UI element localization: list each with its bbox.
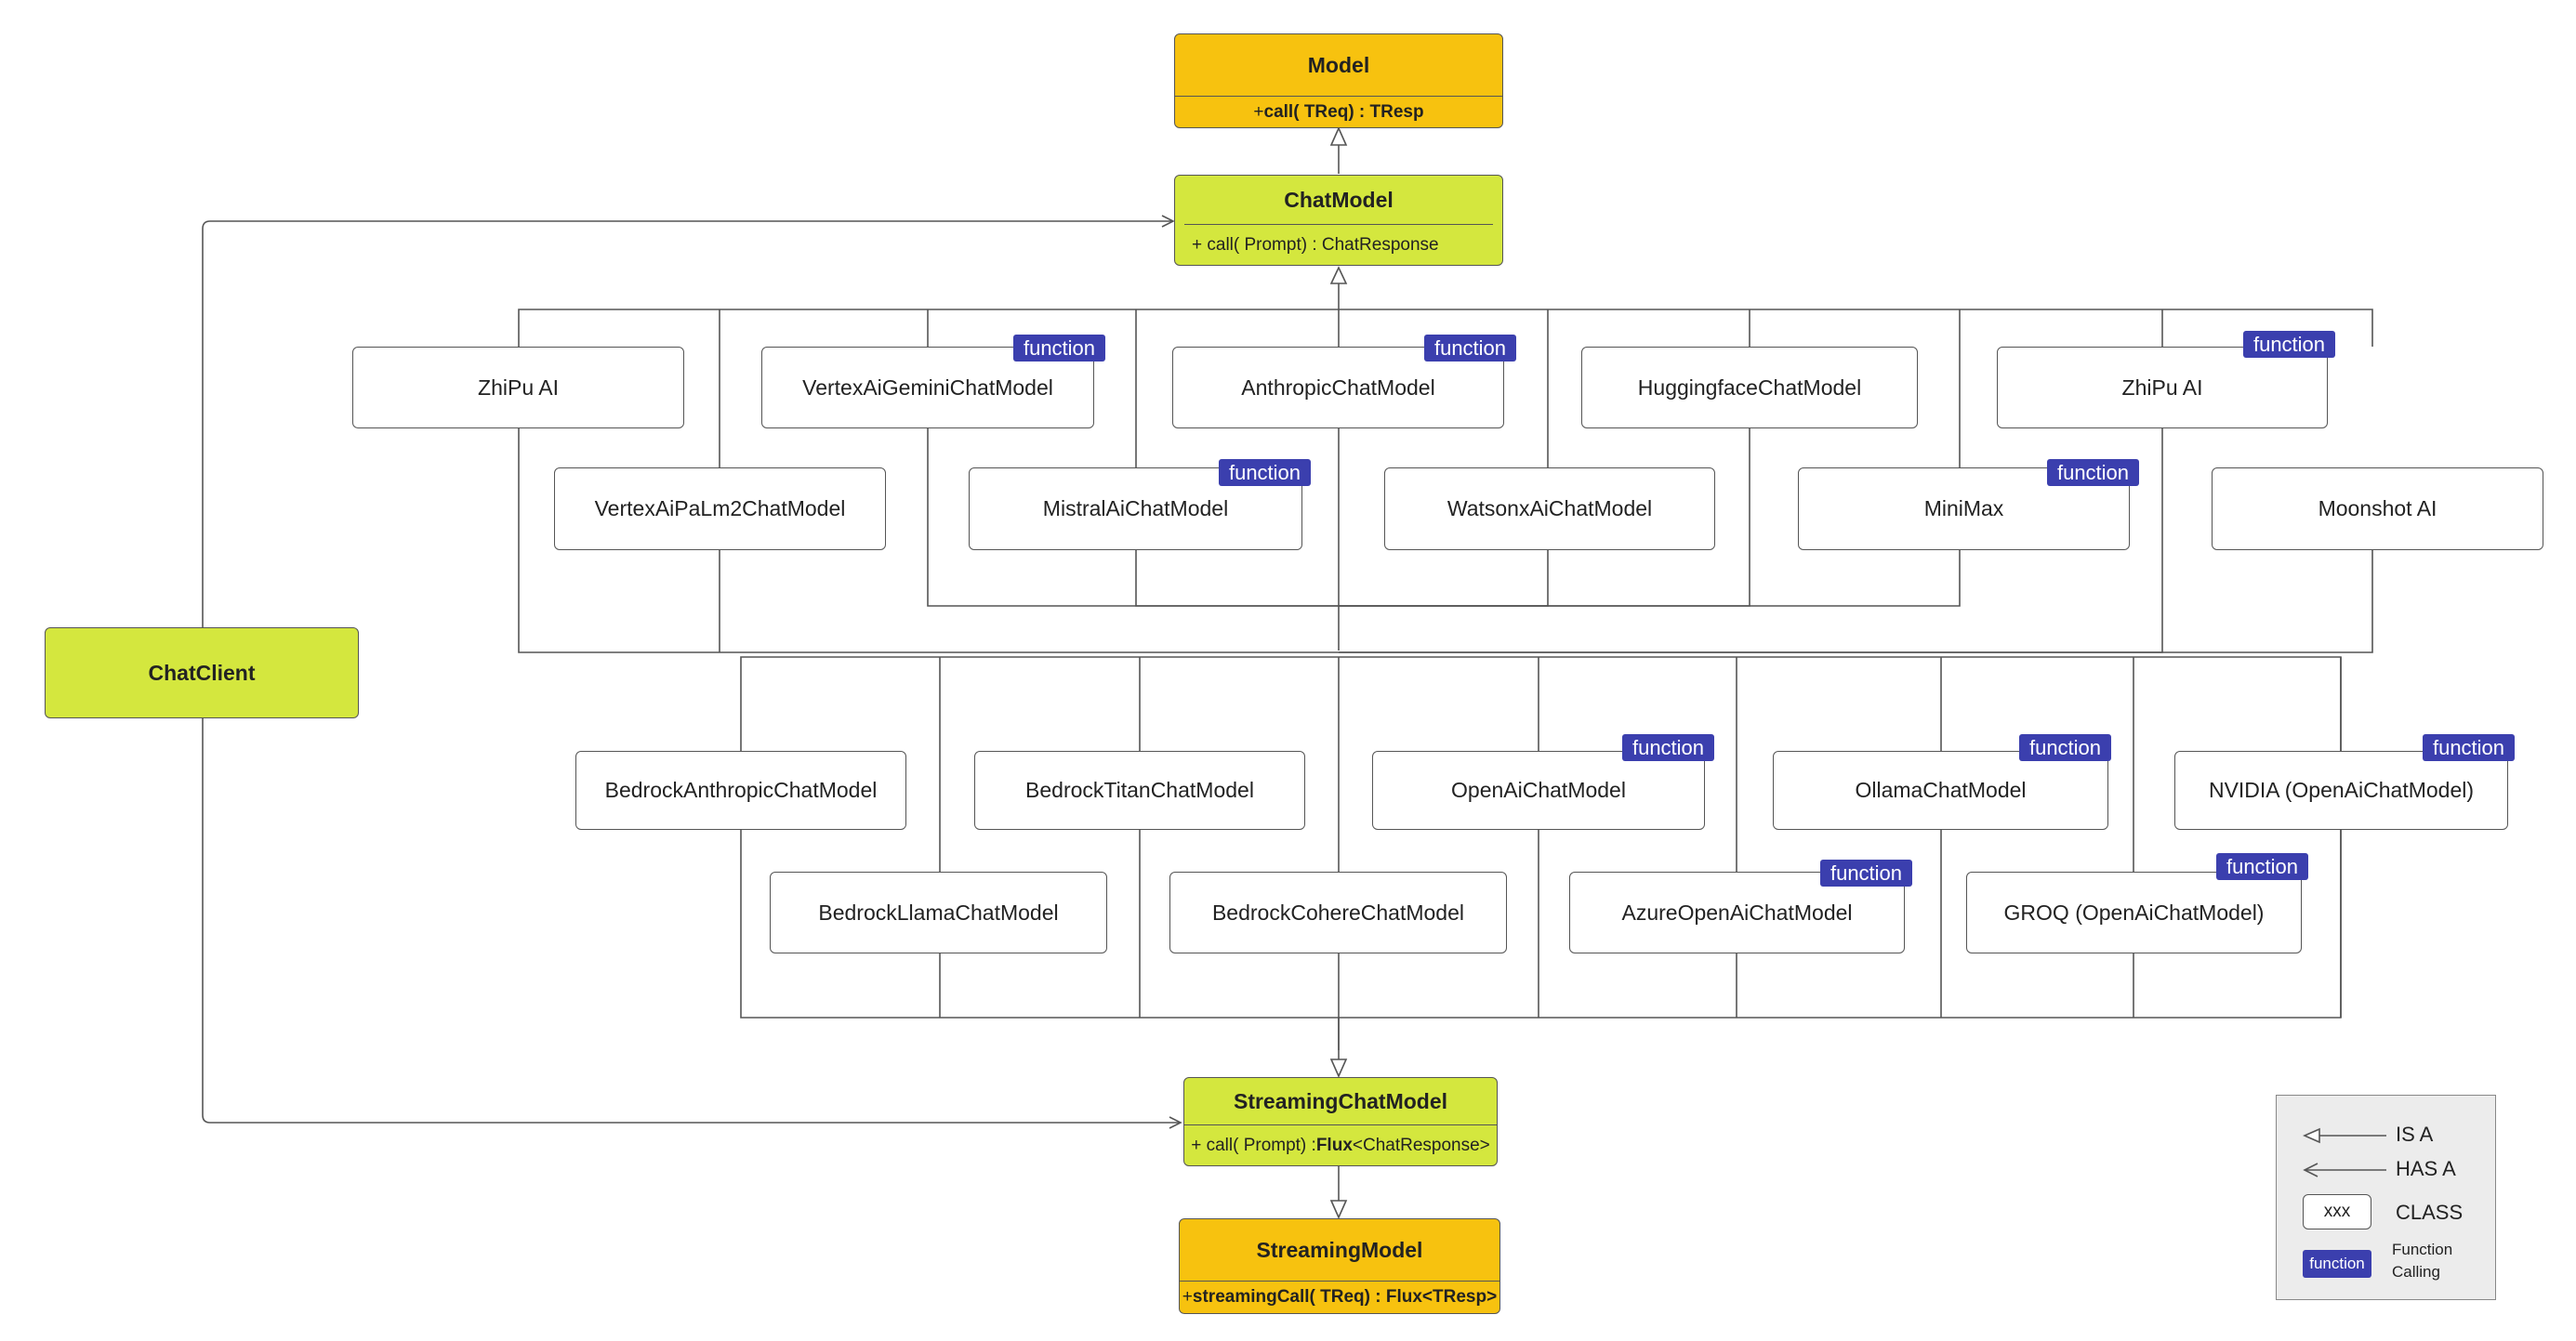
function-tag: function bbox=[1013, 335, 1105, 362]
streaming-chat-model-method: + call( Prompt) : Flux<ChatResponse> bbox=[1184, 1125, 1497, 1165]
function-tag: function bbox=[1622, 734, 1714, 761]
method-prefix: + bbox=[1182, 1287, 1193, 1307]
upper-model-zhipu-ai: ZhiPu AI bbox=[352, 347, 684, 428]
lower-model-ollama: OllamaChatModel bbox=[1773, 751, 2108, 830]
method-part: <ChatResponse> bbox=[1352, 1135, 1490, 1155]
legend-is-a: IS A bbox=[2396, 1123, 2434, 1146]
model-name: HuggingfaceChatModel bbox=[1637, 375, 1862, 400]
model-name: AnthropicChatModel bbox=[1241, 375, 1435, 400]
chat-model-class: ChatModel + call( Prompt) : ChatResponse bbox=[1174, 175, 1503, 266]
function-tag: function bbox=[2423, 734, 2515, 761]
function-tag: function bbox=[2019, 734, 2111, 761]
model-name: OpenAiChatModel bbox=[1451, 778, 1626, 802]
model-name: VertexAiPaLm2ChatModel bbox=[594, 496, 846, 520]
chat-model-method: + call( Prompt) : ChatResponse bbox=[1192, 234, 1439, 255]
legend-class: CLASS bbox=[2396, 1201, 2464, 1224]
model-name: VertexAiGeminiChatModel bbox=[802, 375, 1053, 400]
chat-client-title: ChatClient bbox=[148, 660, 256, 685]
lower-model-bedrock-anthropic: BedrockAnthropicChatModel bbox=[575, 751, 906, 830]
streaming-model-class: StreamingModel + streamingCall( TReq) : … bbox=[1179, 1218, 1500, 1314]
method-part: + call( Prompt) : bbox=[1191, 1135, 1316, 1155]
chat-client-class: ChatClient bbox=[45, 627, 359, 718]
legend-class-sample-text: xxx bbox=[2323, 1202, 2351, 1221]
upper-model-watsonxai: WatsonxAiChatModel bbox=[1384, 467, 1715, 550]
lower-model-nvidia: NVIDIA (OpenAiChatModel) bbox=[2174, 751, 2508, 830]
upper-model-vertexai-palm2: VertexAiPaLm2ChatModel bbox=[554, 467, 886, 550]
legend: IS A HAS A xxx CLASS function Function C… bbox=[2276, 1095, 2496, 1300]
lower-model-openai: OpenAiChatModel bbox=[1372, 751, 1705, 830]
model-name: ZhiPu AI bbox=[2121, 375, 2203, 400]
model-method: + call( TReq) : TResp bbox=[1175, 97, 1502, 127]
lower-model-bedrock-cohere: BedrockCohereChatModel bbox=[1169, 872, 1507, 953]
model-name: BedrockLlamaChatModel bbox=[818, 900, 1059, 925]
model-name: MiniMax bbox=[1923, 496, 2004, 520]
model-name: Moonshot AI bbox=[2318, 496, 2437, 520]
upper-model-huggingface: HuggingfaceChatModel bbox=[1581, 347, 1918, 428]
model-name: NVIDIA (OpenAiChatModel) bbox=[2208, 778, 2475, 802]
method-signature: streamingCall( TReq) : Flux<TResp> bbox=[1192, 1287, 1498, 1307]
function-tag: function bbox=[1219, 459, 1311, 486]
model-method-signature: call( TReq) : TResp bbox=[1263, 101, 1424, 122]
legend-function-calling: Function Calling bbox=[2392, 1239, 2452, 1283]
legend-has-a: HAS A bbox=[2396, 1157, 2456, 1180]
upper-model-moonshot-ai: Moonshot AI bbox=[2212, 467, 2543, 550]
function-tag: function bbox=[2216, 853, 2308, 880]
model-name: BedrockCohereChatModel bbox=[1211, 900, 1465, 925]
streaming-model-method: + streamingCall( TReq) : Flux<TResp> bbox=[1180, 1282, 1499, 1313]
lower-model-bedrock-titan: BedrockTitanChatModel bbox=[974, 751, 1305, 830]
model-class: Model + call( TReq) : TResp bbox=[1174, 33, 1503, 128]
streaming-model-title: StreamingModel bbox=[1180, 1219, 1499, 1282]
chat-model-title: ChatModel bbox=[1184, 176, 1493, 225]
streaming-chat-model-class: StreamingChatModel + call( Prompt) : Flu… bbox=[1183, 1077, 1498, 1166]
model-name: GROQ (OpenAiChatModel) bbox=[2003, 900, 2265, 925]
legend-arrows bbox=[2303, 1127, 2386, 1177]
function-tag: function bbox=[1820, 860, 1912, 887]
model-name: BedrockTitanChatModel bbox=[1025, 778, 1254, 802]
model-name: WatsonxAiChatModel bbox=[1447, 496, 1653, 520]
streaming-chat-model-title: StreamingChatModel bbox=[1184, 1078, 1497, 1125]
function-tag: function bbox=[2243, 331, 2335, 358]
legend-class-sample: xxx bbox=[2303, 1194, 2371, 1229]
model-name: BedrockAnthropicChatModel bbox=[604, 778, 878, 802]
model-name: MistralAiChatModel bbox=[1042, 496, 1229, 520]
upper-model-zhipu-ai-function: ZhiPu AI bbox=[1997, 347, 2328, 428]
legend-function-sample: function bbox=[2303, 1250, 2371, 1278]
legend-function-calling-line2: Calling bbox=[2392, 1263, 2440, 1281]
lower-model-groq: GROQ (OpenAiChatModel) bbox=[1966, 872, 2302, 953]
model-name: AzureOpenAiChatModel bbox=[1621, 900, 1853, 925]
upper-model-vertexai-gemini: VertexAiGeminiChatModel bbox=[761, 347, 1094, 428]
model-name: OllamaChatModel bbox=[1855, 778, 2027, 802]
model-name: ZhiPu AI bbox=[478, 375, 559, 400]
model-title: Model bbox=[1175, 34, 1502, 97]
function-tag: function bbox=[1424, 335, 1516, 362]
upper-model-mistralai: MistralAiChatModel bbox=[969, 467, 1302, 550]
method-flux: Flux bbox=[1315, 1135, 1353, 1155]
legend-function-calling-line1: Function bbox=[2392, 1241, 2453, 1258]
function-tag: function bbox=[2047, 459, 2139, 486]
model-method-prefix: + bbox=[1253, 101, 1264, 122]
lower-model-bedrock-llama: BedrockLlamaChatModel bbox=[770, 872, 1107, 953]
